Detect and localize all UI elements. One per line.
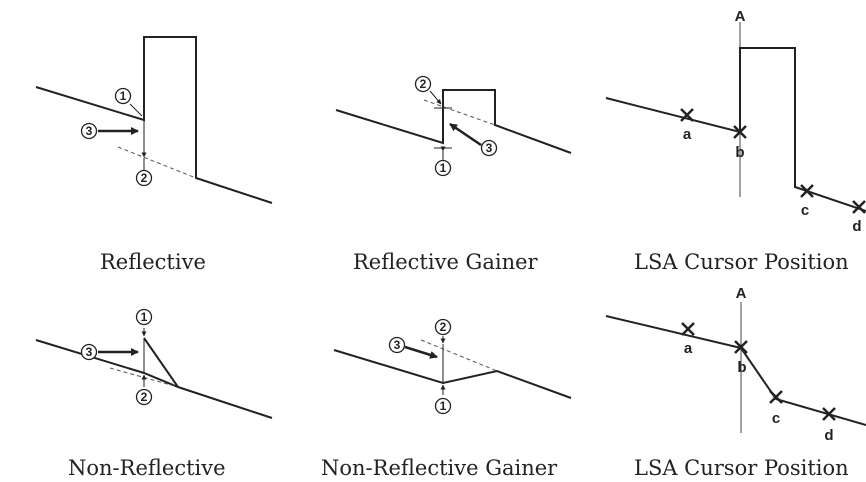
backscatter-extension [423, 99, 496, 126]
marker-1: 1 [114, 87, 132, 105]
caption-reflective-gainer: Reflective Gainer [353, 250, 538, 274]
svg-text:2: 2 [420, 77, 427, 91]
leader-line-1 [129, 103, 143, 117]
backscatter-extension [117, 146, 197, 179]
caption-reflective: Reflective [100, 250, 206, 274]
caption-lsa-cursor-position-top: LSA Cursor Position [634, 250, 849, 274]
point-a-label: a [683, 126, 692, 143]
point-b-x-mark [734, 340, 748, 354]
svg-text:2: 2 [141, 171, 148, 185]
panel-non-reflective: 1 3 2 [35, 308, 273, 419]
svg-text:1: 1 [440, 161, 447, 175]
point-b-x-mark [733, 125, 747, 139]
marker-3: 3 [480, 139, 498, 157]
marker-3: 3 [80, 343, 98, 361]
point-b-label: b [735, 144, 744, 161]
trace-line [35, 36, 273, 204]
point-a-label: a [684, 340, 693, 357]
marker-2: 2 [135, 169, 153, 187]
caption-non-reflective: Non-Reflective [68, 456, 226, 480]
svg-text:1: 1 [440, 399, 447, 413]
marker-3: 3 [388, 336, 406, 354]
panel-lsa-non-reflective: A a b c d [605, 285, 866, 444]
marker-3: 3 [80, 122, 98, 140]
marker-2: 2 [434, 318, 452, 336]
point-c-x-mark [769, 390, 783, 404]
svg-text:2: 2 [440, 320, 447, 334]
marker-1: 1 [434, 159, 452, 177]
panel-reflective-gainer: 2 3 1 [335, 75, 572, 177]
point-d-x-mark [852, 200, 866, 214]
svg-text:1: 1 [120, 89, 127, 103]
point-c-label: c [772, 410, 780, 427]
svg-text:3: 3 [86, 345, 93, 359]
point-d-label: d [852, 218, 861, 235]
caption-non-reflective-gainer: Non-Reflective Gainer [321, 456, 558, 480]
pointer-arrow [404, 345, 438, 359]
panel-reflective: 1 3 2 [35, 36, 273, 204]
marker-2: 2 [414, 75, 432, 93]
point-d-x-mark [822, 407, 836, 421]
svg-text:1: 1 [141, 310, 148, 324]
pointer-arrow [449, 122, 482, 147]
slope-segment [143, 337, 179, 388]
svg-text:3: 3 [394, 338, 401, 352]
trace-line [605, 315, 866, 426]
marker-1: 1 [434, 397, 452, 415]
point-a-x-mark [680, 108, 694, 122]
point-a-x-mark [681, 322, 695, 336]
marker-2: 2 [135, 388, 153, 406]
trace-line [335, 89, 572, 154]
leader-line-2 [429, 90, 442, 105]
point-c-x-mark [800, 184, 814, 198]
panel-non-reflective-gainer: 2 3 1 [333, 318, 572, 415]
point-b-label: b [737, 359, 746, 376]
marker-1: 1 [135, 308, 153, 326]
cursor-a-label: A [736, 285, 747, 302]
svg-text:3: 3 [486, 141, 493, 155]
svg-text:3: 3 [86, 124, 93, 138]
panel-lsa-reflective: A a b c d [605, 8, 866, 235]
trace-line [333, 349, 572, 399]
cursor-a-label: A [735, 8, 746, 25]
svg-text:2: 2 [141, 390, 148, 404]
caption-lsa-cursor-position-bottom: LSA Cursor Position [634, 456, 849, 480]
point-d-label: d [824, 427, 833, 444]
point-c-label: c [801, 202, 809, 219]
